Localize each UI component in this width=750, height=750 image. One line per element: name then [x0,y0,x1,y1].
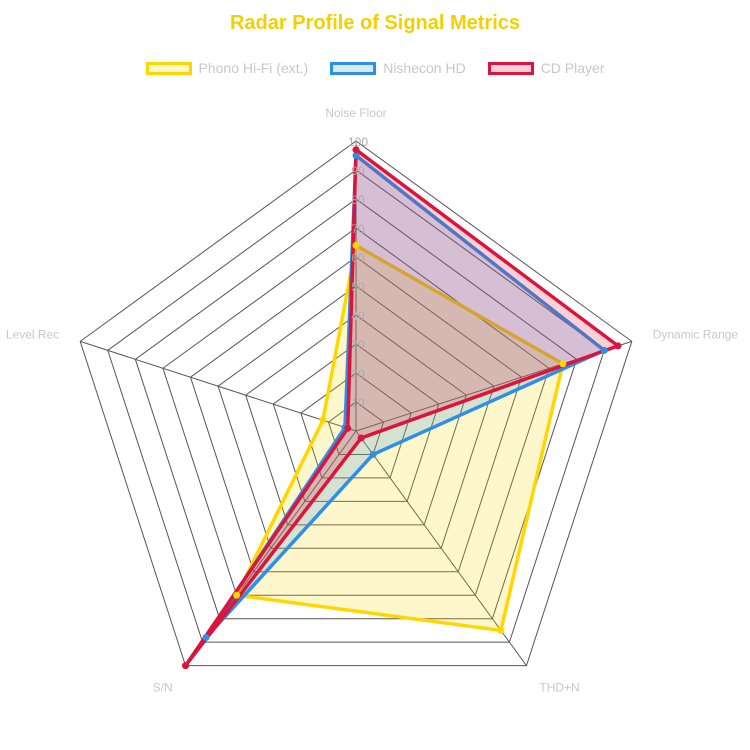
series-point-0-3 [233,591,241,599]
grid-ring-50 [217,285,495,549]
grid-ring-80 [134,198,578,620]
series-point-0-0 [352,241,360,249]
legend-swatch-phono [145,61,192,75]
series-point-2-0 [352,146,360,154]
tick-label-80: 80 [351,193,365,207]
legend-label-cd-player: CD Player [540,60,605,76]
grid-ring-20 [300,372,412,479]
grid-ring-40 [245,314,467,526]
grid-ring-10 [327,401,385,455]
series-layer [182,146,622,670]
series-area-2 [183,147,620,668]
series-point-2-1 [614,342,622,350]
legend-label-nishecon: Nishecon HD [383,60,466,76]
label-layer: 10 20 30 40 50 60 70 80 90 100 Noise FloorDynamic … [6,106,739,694]
grid-spoke-4 [80,340,357,432]
grid-ring-70 [162,227,550,596]
series-point-0-1 [559,360,567,368]
legend-label-phono: Phono Hi-Fi (ext.) [198,60,309,76]
axis-label-3: S/N [153,680,173,694]
tick-label-100: 100 [348,135,368,149]
axis-label-0: Noise Floor [325,106,386,120]
axis-label-1: Dynamic Range [653,328,739,342]
tick-label-40: 40 [351,309,365,323]
legend-swatch-nishecon [330,61,377,75]
grid-spoke-2 [355,430,527,666]
grid-layer [79,140,633,667]
series-area-0 [234,243,565,633]
axis-label-2: THD+N [539,680,579,694]
chart-title: Radar Profile of Signal Metrics [229,12,521,34]
axis-label-4: Level Rec [6,328,59,342]
tick-label-70: 70 [351,222,365,236]
tick-label-20: 20 [351,367,365,381]
series-point-1-2 [369,450,377,458]
legend-item-cd-player[interactable]: CD Player [487,60,605,76]
series-point-2-4 [344,424,352,432]
legend-item-phono[interactable]: Phono Hi-Fi (ext.) [145,60,309,76]
series-point-0-2 [497,626,505,634]
series-point-2-3 [182,662,190,670]
series-point-1-0 [352,152,360,159]
tick-label-50: 50 [351,280,365,294]
legend-item-nishecon[interactable]: Nishecon HD [330,60,466,76]
tick-label-10: 10 [351,396,365,410]
tick-label-60: 60 [351,251,365,265]
series-point-0-4 [319,416,327,424]
grid-ring-100 [79,140,633,667]
tick-label-30: 30 [351,338,365,352]
tick-label-90: 90 [351,164,365,178]
series-point-2-2 [357,434,365,442]
series-point-1-1 [600,346,608,354]
grid-ring-60 [189,256,523,573]
legend: Phono Hi-Fi (ext.) Nishecon HD CD Player [0,60,750,76]
grid-ring-30 [272,343,440,502]
legend-swatch-cd-player [487,61,534,75]
grid-ring-90 [107,169,605,643]
series-area-1 [204,153,606,640]
series-point-1-3 [202,633,210,641]
